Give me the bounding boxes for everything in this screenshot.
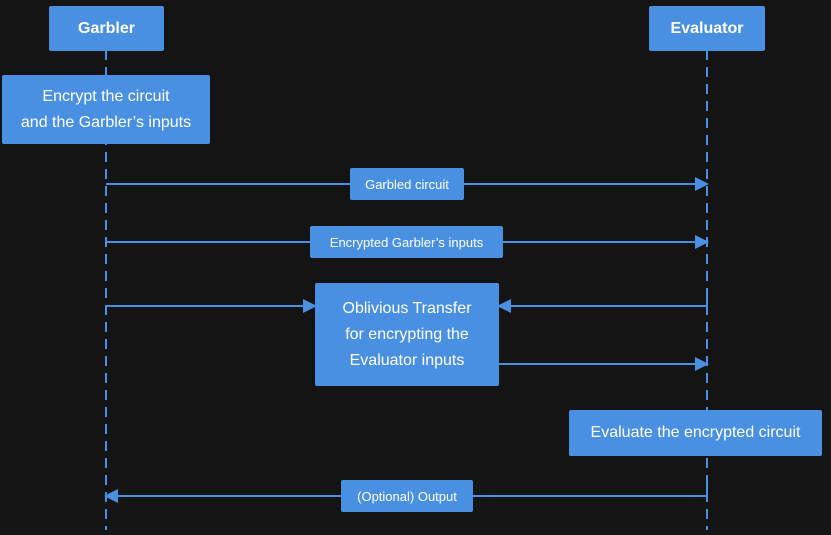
garbled-circuit-label: Garbled circuit: [350, 168, 464, 200]
evaluate-circuit-note: Evaluate the encrypted circuit: [569, 410, 822, 456]
output-arrow: [104, 480, 708, 503]
oblivious-transfer-note: Oblivious Transfer for encrypting the Ev…: [315, 283, 499, 386]
evaluator-actor: Evaluator: [649, 6, 765, 51]
encrypted-inputs-label: Encrypted Garbler’s inputs: [310, 226, 503, 258]
garbler-actor: Garbler: [49, 6, 164, 51]
encrypt-circuit-note: Encrypt the circuit and the Garbler’s in…: [2, 75, 210, 144]
optional-output-label: (Optional) Output: [341, 480, 473, 512]
ot-evaluator-arrow: [497, 291, 708, 313]
